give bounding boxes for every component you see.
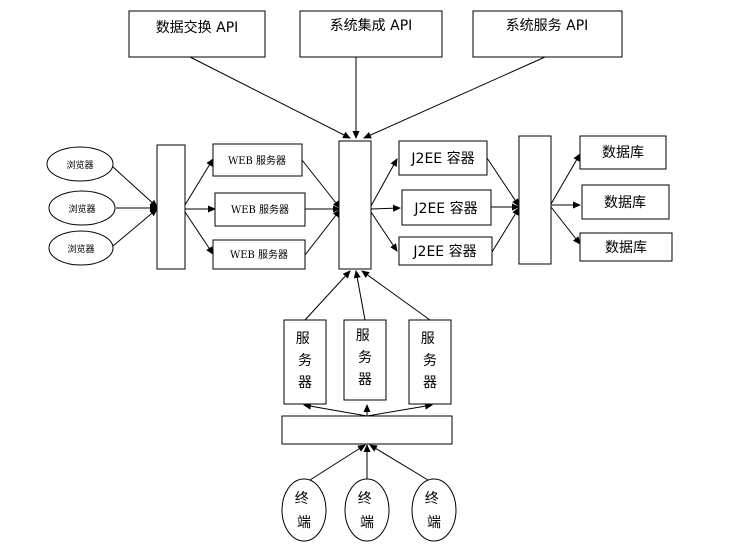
database-box bbox=[579, 135, 667, 170]
arrow-web3-center bbox=[304, 209, 341, 256]
api-label: 数据交换 API bbox=[156, 19, 239, 36]
browsers: 浏览器 浏览器 浏览器 bbox=[46, 146, 116, 266]
database-label: 数据库 bbox=[605, 240, 647, 256]
arrow-center-j2ee1 bbox=[370, 158, 398, 207]
arrow-rbus-db3 bbox=[550, 206, 581, 245]
arrow-browser1-bus bbox=[112, 166, 158, 208]
api-box-system-integration: 系统集成 API bbox=[299, 10, 443, 58]
api-box-data-exchange: 数据交换 API bbox=[128, 10, 266, 58]
arrow-j2ee3-rbus bbox=[491, 207, 520, 253]
j2ee-box bbox=[398, 140, 488, 176]
web-servers: WEB 服务器 WEB 服务器 WEB 服务器 bbox=[212, 143, 306, 270]
arrow-api1-bus bbox=[189, 56, 351, 139]
left-bus bbox=[156, 144, 186, 270]
arrow-bbus-server1 bbox=[303, 402, 368, 417]
arrow-rbus-db1 bbox=[550, 153, 581, 205]
browser-node bbox=[48, 190, 116, 226]
server-label: 服 务器 bbox=[421, 331, 439, 391]
j2ee-label: J2EE 容器 bbox=[410, 150, 474, 167]
connectors bbox=[112, 56, 581, 481]
arrow-api3-bus bbox=[363, 56, 546, 139]
server-box bbox=[408, 319, 452, 405]
browser-node bbox=[48, 230, 114, 266]
arrow-center-j2ee2 bbox=[370, 204, 401, 212]
terminal-label: 终 端 bbox=[295, 491, 313, 531]
browser-node bbox=[46, 146, 114, 182]
arrow-center-j2ee3 bbox=[370, 211, 398, 252]
terminal-node bbox=[344, 478, 390, 542]
terminal-label: 终 端 bbox=[425, 491, 443, 531]
j2ee-box bbox=[401, 189, 492, 226]
arrow-terminal1-bbus bbox=[309, 444, 366, 481]
database-box bbox=[581, 184, 670, 220]
api-label: 系统集成 API bbox=[330, 17, 413, 34]
servers: 服 务器 服 务器 服 务器 bbox=[283, 319, 452, 405]
web-server-box bbox=[214, 192, 306, 227]
arrow-bbus-server3 bbox=[366, 402, 433, 417]
terminals: 终 端 终 端 终 端 bbox=[281, 478, 457, 542]
bottom-bus bbox=[281, 415, 453, 445]
arrow-j2ee1-rbus bbox=[486, 157, 520, 207]
arrow-browser3-bus bbox=[112, 208, 158, 247]
api-box-system-service: 系统服务 API bbox=[472, 10, 623, 58]
api-label: 系统服务 API bbox=[506, 18, 589, 34]
browser-label: 浏览器 bbox=[68, 203, 95, 215]
arrow-server1-center bbox=[304, 270, 351, 321]
server-label: 服 务器 bbox=[296, 331, 314, 391]
database-label: 数据库 bbox=[604, 195, 646, 211]
arrow-bus-web1 bbox=[184, 158, 214, 206]
web-server-box bbox=[212, 143, 303, 177]
arrow-terminal3-bbus bbox=[369, 444, 429, 481]
arrow-web1-center bbox=[301, 159, 341, 209]
center-bus bbox=[338, 140, 372, 270]
j2ee-label: J2EE 容器 bbox=[412, 243, 476, 260]
web-server-label: WEB 服务器 bbox=[231, 203, 289, 216]
server-label: 服 务器 bbox=[356, 328, 374, 388]
database-label: 数据库 bbox=[602, 145, 644, 161]
j2ee-containers: J2EE 容器 J2EE 容器 J2EE 容器 bbox=[398, 140, 493, 266]
web-server-label: WEB 服务器 bbox=[230, 248, 288, 261]
web-server-label: WEB 服务器 bbox=[228, 154, 286, 167]
database-box bbox=[579, 232, 673, 262]
j2ee-label: J2EE 容器 bbox=[413, 200, 477, 217]
right-bus bbox=[518, 135, 552, 265]
arrow-server3-center bbox=[361, 270, 431, 321]
arrow-bus-web3 bbox=[184, 211, 214, 255]
server-box bbox=[283, 319, 327, 405]
terminal-node bbox=[281, 478, 327, 542]
web-server-box bbox=[212, 239, 306, 270]
browser-label: 浏览器 bbox=[66, 159, 93, 171]
databases: 数据库 数据库 数据库 bbox=[579, 135, 673, 262]
j2ee-box bbox=[398, 236, 493, 266]
arrow-server2-center bbox=[353, 270, 366, 321]
terminal-node bbox=[411, 478, 457, 542]
browser-label: 浏览器 bbox=[67, 243, 94, 255]
api-boxes: 数据交换 API 系统集成 API 系统服务 API bbox=[128, 10, 623, 58]
server-box bbox=[343, 319, 387, 401]
terminal-label: 终 端 bbox=[358, 491, 376, 531]
